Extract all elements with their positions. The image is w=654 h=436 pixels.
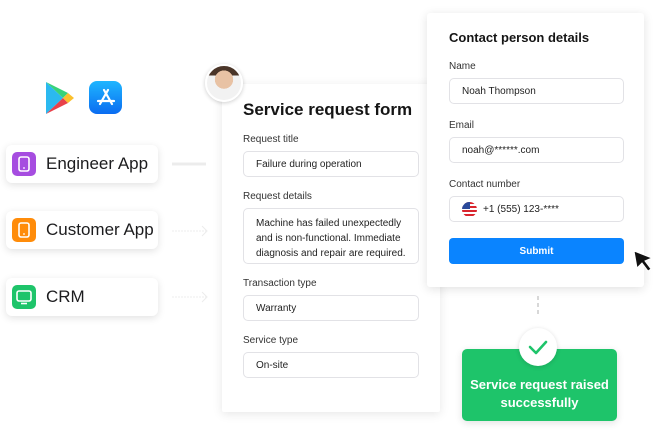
source-engineer-app[interactable]: Engineer App [6, 145, 158, 183]
contact-number-value: +1 (555) 123-**** [483, 203, 559, 215]
service-type-input[interactable]: On-site [243, 352, 419, 378]
contact-details-form: Contact person details Name Noah Thompso… [427, 13, 644, 287]
service-type-label: Service type [243, 335, 299, 346]
source-label: Customer App [46, 220, 154, 239]
source-customer-app[interactable]: Customer App [6, 211, 158, 249]
request-details-textarea[interactable]: Machine has failed unexpectedly and is n… [243, 208, 419, 264]
google-play-icon [45, 81, 75, 115]
phone-icon [12, 152, 36, 176]
service-request-form: Service request form Request title Failu… [222, 84, 440, 412]
submit-button[interactable]: Submit [449, 238, 624, 264]
transaction-type-label: Transaction type [243, 278, 317, 289]
phone-icon [12, 218, 36, 242]
contact-number-label: Contact number [449, 179, 521, 190]
email-label: Email [449, 120, 475, 131]
avatar [205, 64, 243, 102]
request-title-label: Request title [243, 134, 299, 145]
connector-line [537, 296, 539, 314]
contact-title: Contact person details [449, 30, 590, 45]
name-input[interactable]: Noah Thompson [449, 78, 624, 104]
app-store-icon [89, 81, 122, 114]
success-banner: Service request raised successfully [462, 349, 617, 421]
us-flag-icon [462, 201, 477, 217]
contact-number-input[interactable]: +1 (555) 123-**** [449, 196, 624, 222]
name-label: Name [449, 61, 476, 72]
check-icon [519, 328, 557, 366]
arrow-right-icon [172, 291, 208, 303]
source-crm[interactable]: CRM [6, 278, 158, 316]
transaction-type-input[interactable]: Warranty [243, 295, 419, 321]
form-title: Service request form [243, 100, 413, 119]
request-details-label: Request details [243, 191, 312, 202]
arrow-right-icon [172, 225, 208, 237]
source-label: CRM [46, 287, 85, 306]
request-title-input[interactable]: Failure during operation [243, 151, 419, 177]
connector-line [172, 162, 206, 166]
source-label: Engineer App [46, 154, 149, 173]
mouse-cursor-icon [633, 250, 653, 272]
monitor-icon [12, 285, 36, 309]
email-input[interactable]: noah@******.com [449, 137, 624, 163]
